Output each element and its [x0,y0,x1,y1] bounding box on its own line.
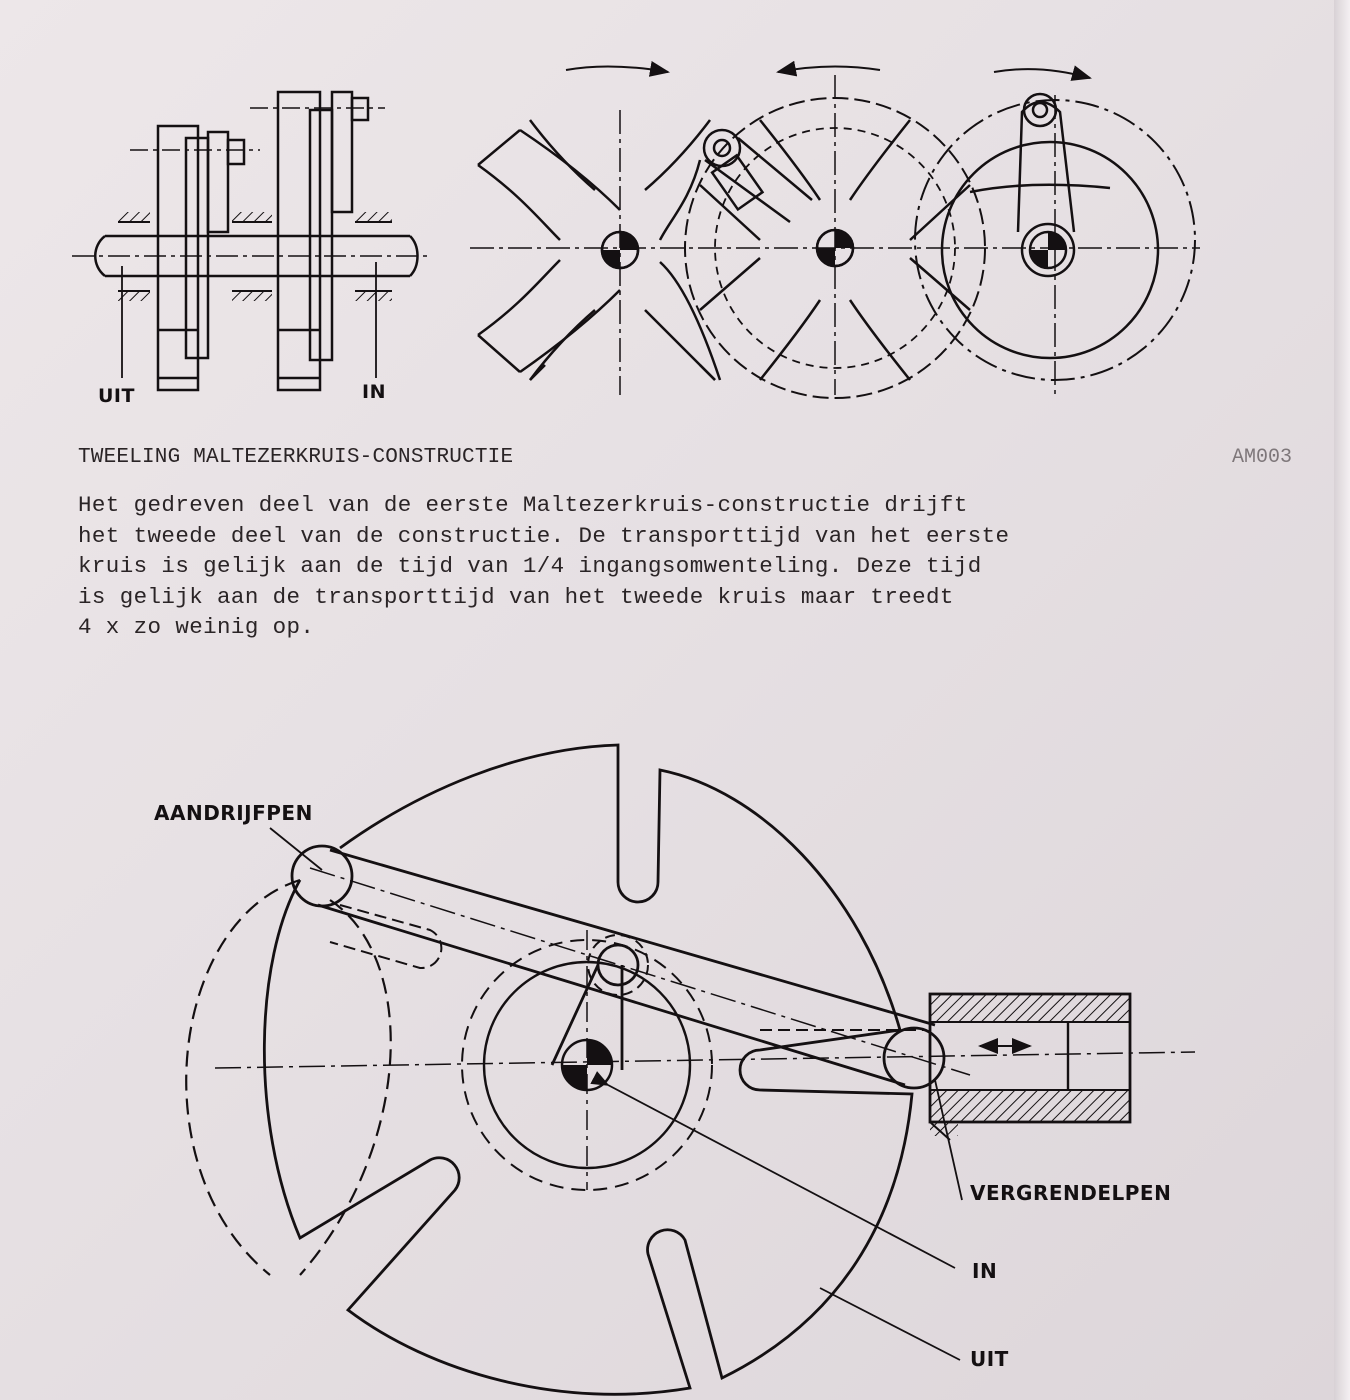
shaft [94,234,419,278]
driving-wheel [914,92,1196,381]
inner-circle-solid [482,960,692,1170]
crank-arm [702,128,813,224]
caption-line: kruis is gelijk aan de tijd van 1/4 inga… [78,553,982,579]
top-in-label: IN [362,381,386,403]
caption-line: is gelijk aan de transporttijd van het t… [78,583,954,610]
disc-left [156,124,200,392]
center-markers-top [600,228,1068,270]
caption-line: het tweede deel van de constructie. De t… [78,522,1010,549]
drive-pin [290,844,354,908]
center-marker-bottom [560,1038,614,1092]
connecting-link [317,848,936,1087]
caption-line: 4 x zo weinig op. [78,614,315,640]
lock-pin-label: VERGRENDELPEN [970,1181,1171,1205]
caption-title: TWEELING MALTEZERKRUIS-CONSTRUCTIE [78,446,514,469]
slotted-disc [262,743,914,1396]
caption-body: Het gedreven deel van de eerste Maltezer… [78,490,1158,643]
caption-line: Het gedreven deel van de eerste Maltezer… [78,492,968,518]
lock-pin [882,1026,946,1090]
maltese-cross-1 [477,119,722,381]
side-view [72,90,430,392]
caption-code: AM003 [1232,446,1293,469]
bottom-in-label: IN [972,1259,997,1283]
top-out-label: UIT [98,385,135,407]
inner-circle-dashed [461,939,713,1191]
bottom-out-label: UIT [970,1347,1009,1371]
drive-pin-label: AANDRIJFPEN [154,801,313,825]
page-edge [1334,0,1350,1400]
bottom-mechanism [185,743,1196,1396]
disc-right [276,90,322,392]
